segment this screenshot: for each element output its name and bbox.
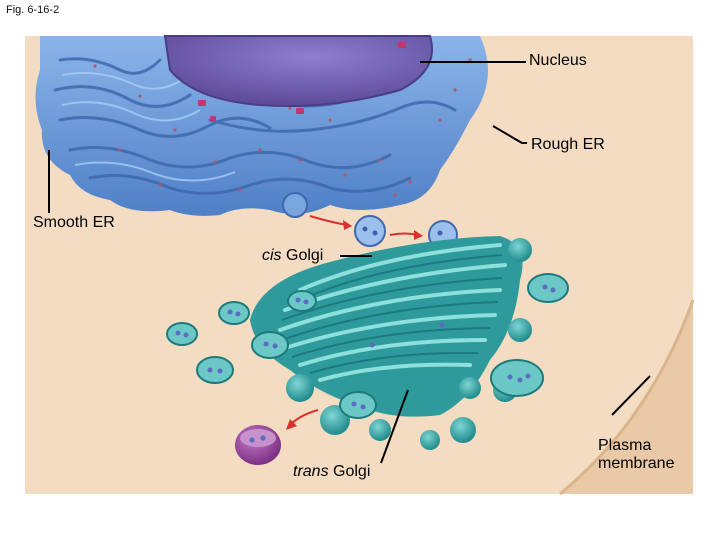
- label-smooth-er: Smooth ER: [33, 214, 115, 231]
- nucleus: [163, 35, 433, 121]
- leader-lines: [48, 61, 651, 464]
- label-trans-suffix: Golgi: [328, 463, 371, 480]
- secretory-vesicle: [235, 425, 281, 465]
- plasma-membrane: [560, 300, 693, 494]
- label-cis-prefix: cis: [262, 247, 282, 264]
- golgi-apparatus: [166, 236, 569, 450]
- er-vesicles: [282, 192, 458, 250]
- label-rough-er: Rough ER: [531, 136, 605, 153]
- label-trans-golgi: trans Golgi: [293, 463, 370, 481]
- figure-label: Fig. 6-16-2: [6, 4, 60, 16]
- label-trans-prefix: trans: [293, 463, 329, 480]
- label-nucleus: Nucleus: [529, 52, 587, 69]
- label-cis-golgi: cis Golgi: [262, 247, 323, 265]
- label-cis-suffix: Golgi: [281, 247, 324, 264]
- label-plasma-line2: membrane: [598, 455, 675, 472]
- transport-vesicles: [166, 273, 569, 419]
- label-plasma-line1: Plasma: [598, 437, 652, 454]
